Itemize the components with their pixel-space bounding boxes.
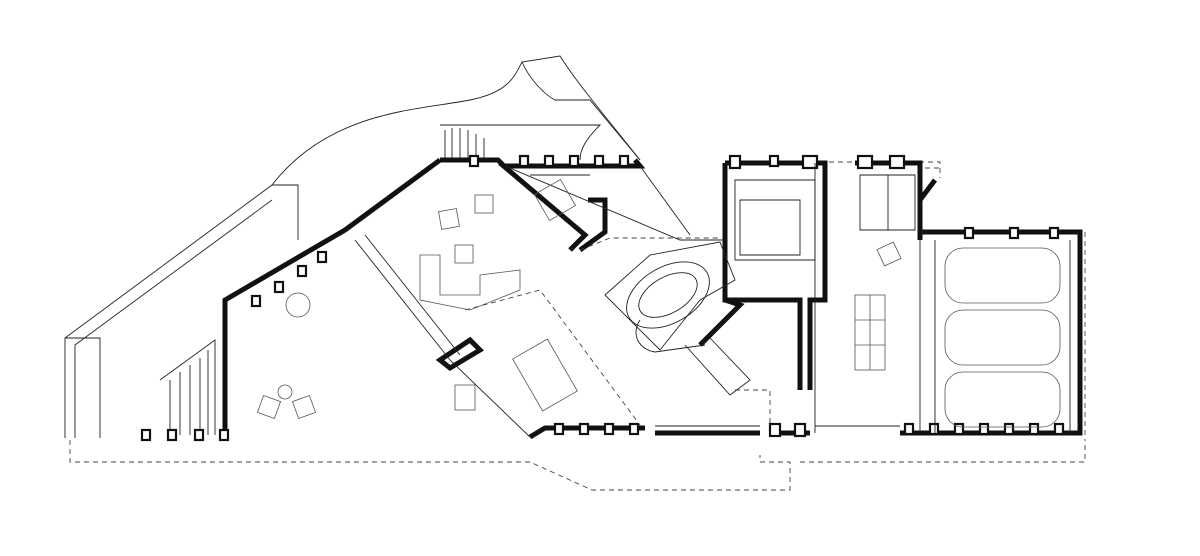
car-2: [944, 309, 1061, 366]
interior-lines: [354, 163, 1071, 438]
exterior-walls: [222, 157, 1083, 440]
car-1: [944, 247, 1061, 304]
furniture: [256, 178, 902, 420]
wall-piers: [140, 154, 1065, 442]
roof-outline-dashed: [69, 161, 1086, 491]
garage-cars: [944, 247, 1061, 428]
site-outline: [64, 55, 641, 438]
car-3: [944, 371, 1061, 428]
spiral-stair: [604, 241, 751, 396]
